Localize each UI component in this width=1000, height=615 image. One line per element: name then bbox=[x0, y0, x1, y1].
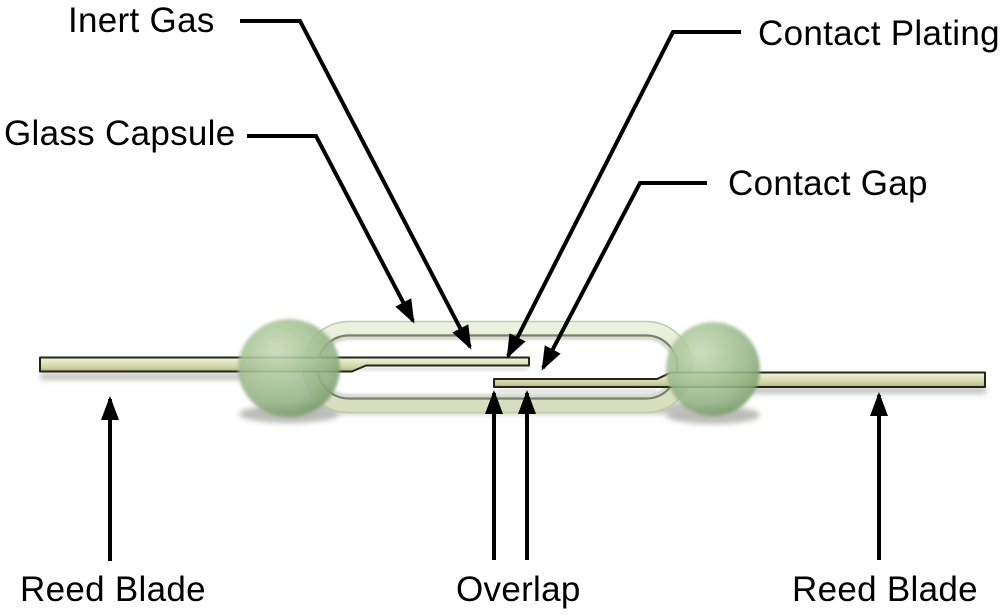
right-lead-shadow bbox=[750, 387, 987, 394]
reed-blade-left-label: Reed Blade bbox=[20, 570, 206, 609]
contact-gap-label: Contact Gap bbox=[728, 164, 928, 203]
inert-gas-leader bbox=[240, 19, 472, 350]
inert-gas-label: Inert Gas bbox=[68, 1, 215, 40]
left-contact-shadow bbox=[360, 367, 528, 371]
glass-capsule-label: Glass Capsule bbox=[4, 114, 236, 153]
left-seal-bead bbox=[238, 319, 340, 417]
contact-plating-leader bbox=[506, 30, 741, 359]
contact-gap-leader bbox=[541, 181, 707, 371]
left-lead-shadow bbox=[40, 373, 245, 380]
labels: Inert Gas Glass Capsule Contact Plating … bbox=[4, 1, 1000, 609]
contact-shadows bbox=[360, 367, 656, 393]
contact-plating-label: Contact Plating bbox=[758, 14, 1000, 53]
leader-lines bbox=[101, 19, 888, 561]
reed-blade-right-label: Reed Blade bbox=[792, 570, 978, 609]
right-seal-bead bbox=[666, 322, 760, 416]
glass-capsule-leader bbox=[247, 134, 415, 324]
glass-seals bbox=[238, 319, 760, 417]
right-contact-shadow bbox=[496, 389, 656, 393]
overlap-label: Overlap bbox=[456, 570, 581, 609]
